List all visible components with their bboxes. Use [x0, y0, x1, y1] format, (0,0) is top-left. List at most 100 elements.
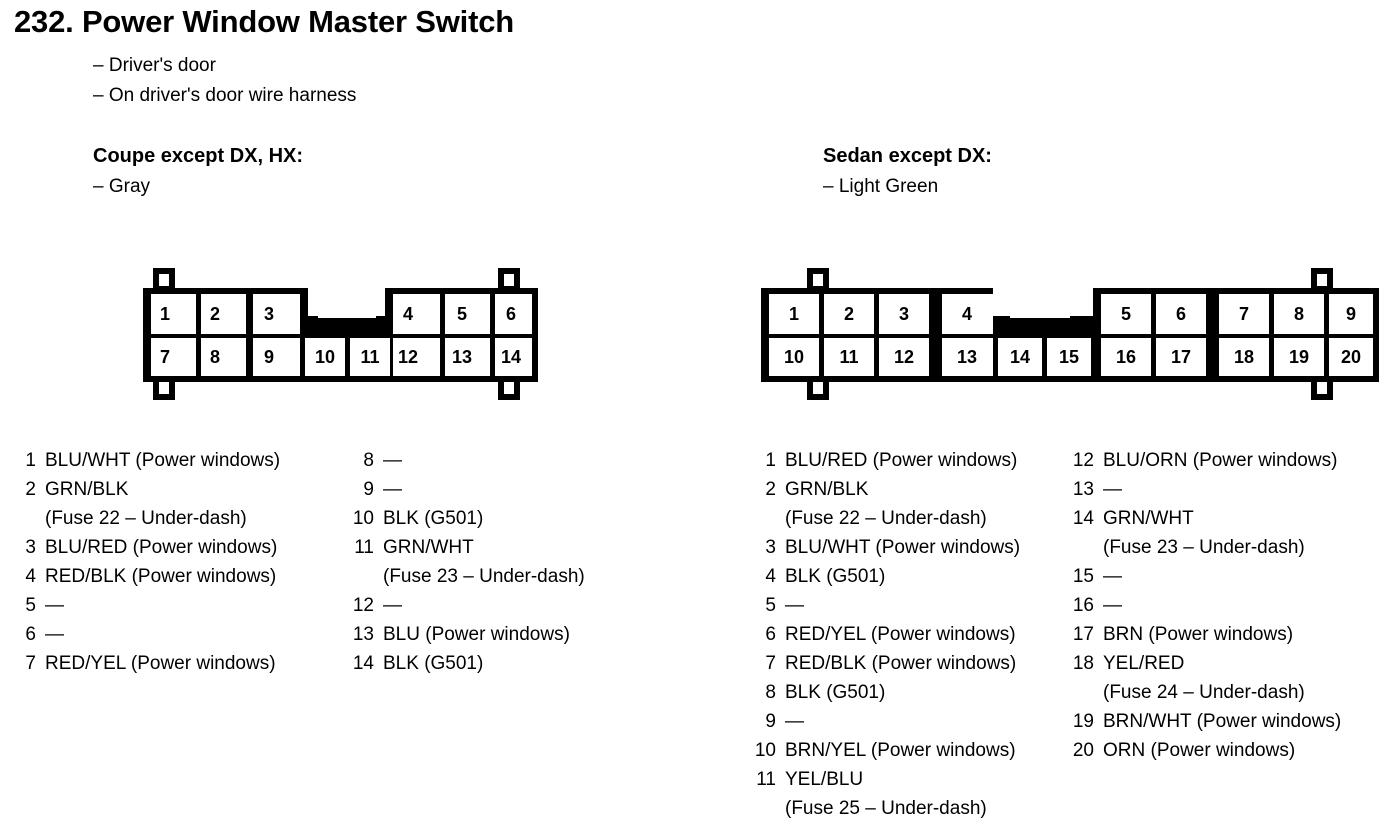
sedan-pin-cell-8: 8: [1294, 304, 1304, 324]
legend-pin-description: RED/YEL (Power windows): [45, 653, 276, 674]
legend-pin-description: BRN (Power windows): [1103, 624, 1294, 645]
coupe-pin-cell-6: 6: [506, 304, 516, 324]
sedan-pin-cell-7: 7: [1239, 304, 1249, 324]
sedan-pin-cell-2: 2: [844, 304, 854, 324]
legend-row: 5—: [752, 595, 1020, 624]
legend-pin-number: 6: [25, 624, 36, 645]
coupe-pin-cell-3: 3: [264, 304, 274, 324]
legend-pin-number: 6: [765, 624, 776, 645]
legend-pin-description: BLU/RED (Power windows): [45, 537, 278, 558]
legend-pin-description: (Fuse 23 – Under-dash): [383, 566, 585, 587]
legend-pin-description: BLK (G501): [785, 682, 886, 703]
note-wire-harness: – On driver's door wire harness: [93, 85, 357, 106]
sedan-pin-cell-14: 14: [1010, 347, 1030, 367]
legend-pin-description: —: [45, 624, 64, 645]
legend-pin-number: 11: [354, 537, 374, 558]
coupe-pin-cell-5: 5: [457, 304, 467, 324]
legend-pin-description: BLU/RED (Power windows): [785, 450, 1018, 471]
legend-pin-description: (Fuse 24 – Under-dash): [1103, 682, 1305, 703]
legend-pin-description: —: [1103, 566, 1122, 587]
legend-row: (Fuse 23 – Under-dash): [1070, 537, 1341, 566]
legend-pin-number: 12: [1072, 450, 1094, 471]
legend-pin-description: RED/BLK (Power windows): [785, 653, 1017, 674]
legend-row: 9—: [752, 711, 1020, 740]
legend-row: 20 ORN (Power windows): [1070, 740, 1341, 769]
legend-pin-number: 18: [1072, 653, 1094, 674]
legend-pin-number: 20: [1072, 740, 1094, 761]
legend-pin-description: BRN/YEL (Power windows): [785, 740, 1016, 761]
legend-pin-number: 5: [25, 595, 36, 616]
legend-pin-description: —: [45, 595, 64, 616]
legend-pin-description: —: [383, 450, 402, 471]
legend-pin-description: BRN/WHT (Power windows): [1103, 711, 1342, 732]
legend-row: 17 BRN (Power windows): [1070, 624, 1341, 653]
legend-pin-number: 5: [765, 595, 776, 616]
sedan-pin-cell-16: 16: [1116, 347, 1136, 367]
legend-row: 13—: [1070, 479, 1341, 508]
legend-pin-number: 9: [363, 479, 374, 500]
legend-row: 4 RED/BLK (Power windows): [22, 566, 280, 595]
sedan-pin-cell-15: 15: [1059, 347, 1079, 367]
sedan-pin-cell-1: 1: [789, 304, 799, 324]
legend-pin-description: (Fuse 22 – Under-dash): [45, 508, 247, 529]
legend-pin-number: 1: [25, 450, 36, 471]
coupe-pin-cell-1: 1: [160, 304, 170, 324]
legend-pin-number: 4: [25, 566, 36, 587]
sedan-pin-cell-19: 19: [1289, 347, 1309, 367]
legend-pin-number: 17: [1072, 624, 1094, 645]
legend-row: 8—: [350, 450, 585, 479]
legend-pin-number: 2: [765, 479, 776, 500]
legend-pin-description: YEL/RED: [1103, 653, 1185, 674]
legend-pin-number: 4: [765, 566, 776, 587]
legend-pin-number: 12: [352, 595, 374, 616]
legend-row: 18 YEL/RED: [1070, 653, 1341, 682]
sedan-pin-cell-5: 5: [1121, 304, 1131, 324]
legend-pin-description: ORN (Power windows): [1103, 740, 1296, 761]
legend-pin-description: BLU/ORN (Power windows): [1103, 450, 1338, 471]
legend-pin-description: BLU (Power windows): [383, 624, 570, 645]
legend-row: (Fuse 22 – Under-dash): [22, 508, 280, 537]
legend-pin-description: —: [785, 595, 804, 616]
legend-pin-description: RED/BLK (Power windows): [45, 566, 277, 587]
sedan-variant-title: Sedan except DX:: [823, 145, 992, 167]
legend-pin-number: 13: [1072, 479, 1094, 500]
legend-row: (Fuse 23 – Under-dash): [350, 566, 585, 595]
note-drivers-door: – Driver's door: [93, 55, 216, 76]
coupe-pin-cell-11: 11: [360, 347, 379, 367]
legend-pin-number: 7: [25, 653, 36, 674]
legend-pin-description: BLK (G501): [383, 653, 484, 674]
sedan-pin-cell-10: 10: [784, 347, 804, 367]
sedan-connector-color: – Light Green: [823, 176, 939, 197]
coupe-pin-cell-12: 12: [398, 347, 418, 367]
sedan-pin-cell-18: 18: [1234, 347, 1254, 367]
legend-pin-number: 2: [25, 479, 36, 500]
coupe-pin-cell-13: 13: [452, 347, 472, 367]
legend-pin-description: GRN/BLK: [45, 479, 129, 500]
sedan-pin-cell-11: 11: [839, 347, 858, 367]
legend-pin-number: 10: [352, 508, 374, 529]
legend-pin-description: GRN/WHT: [1103, 508, 1194, 529]
legend-pin-number: 1: [765, 450, 776, 471]
legend-pin-description: (Fuse 25 – Under-dash): [785, 798, 987, 819]
legend-pin-description: (Fuse 22 – Under-dash): [785, 508, 987, 529]
legend-pin-description: —: [383, 479, 402, 500]
coupe-pin-cell-4: 4: [403, 304, 413, 324]
legend-row: (Fuse 24 – Under-dash): [1070, 682, 1341, 711]
legend-pin-number: 15: [1072, 566, 1094, 587]
coupe-pin-cell-14: 14: [501, 347, 521, 367]
sedan-pin-cell-3: 3: [899, 304, 909, 324]
legend-pin-description: (Fuse 23 – Under-dash): [1103, 537, 1305, 558]
